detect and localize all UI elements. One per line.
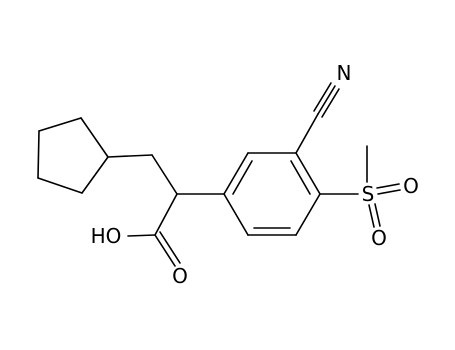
carbonyl-oxygen-label: O	[172, 264, 188, 288]
bond-nitrile-triple-3	[321, 88, 340, 118]
bond-benzene-3	[295, 152, 321, 195]
bond-ring-1	[80, 117, 109, 158]
hydroxyl-label: HO	[91, 224, 122, 248]
bond-ring-5	[81, 156, 109, 194]
bond-benzene-inner-2	[290, 160, 311, 195]
bond-carbonyl-2	[159, 231, 181, 264]
bond-s-o-upper-2	[377, 189, 401, 195]
bond-aryl-nitrile-c	[295, 113, 319, 154]
sulfonyl-sulfur-label: S	[362, 182, 375, 206]
benzene-ring	[223, 152, 321, 236]
bond-s-o-lower-1	[368, 204, 375, 228]
bond-carboxyl-oh	[127, 234, 156, 237]
bond-ring-4	[37, 177, 83, 194]
sulfonyl-oxygen-lower-label: O	[371, 226, 387, 250]
bond-nitrile-triple-2	[313, 82, 332, 112]
sulfonyl-oxygen-upper-label: O	[403, 174, 419, 198]
bond-carbonyl-1	[154, 234, 176, 267]
bond-benzene-inner-1	[232, 160, 253, 195]
bond-ring-3	[37, 130, 40, 179]
cyclopentyl-ring	[37, 117, 109, 194]
bond-benzene-1	[223, 152, 249, 195]
bond-benzene-6	[223, 193, 249, 236]
bond-s-o-lower-2	[374, 203, 381, 227]
bond-nitrile-triple-1	[317, 85, 336, 115]
bond-ring-2	[38, 117, 82, 132]
bond-ch2-alpha	[151, 154, 178, 195]
bond-alpha-carboxyl	[154, 193, 178, 236]
bond-s-o-upper-1	[376, 183, 400, 189]
bond-ring-ch2	[107, 154, 153, 158]
bond-benzene-4	[295, 193, 321, 236]
nitrile-nitrogen-label: N	[337, 61, 352, 85]
